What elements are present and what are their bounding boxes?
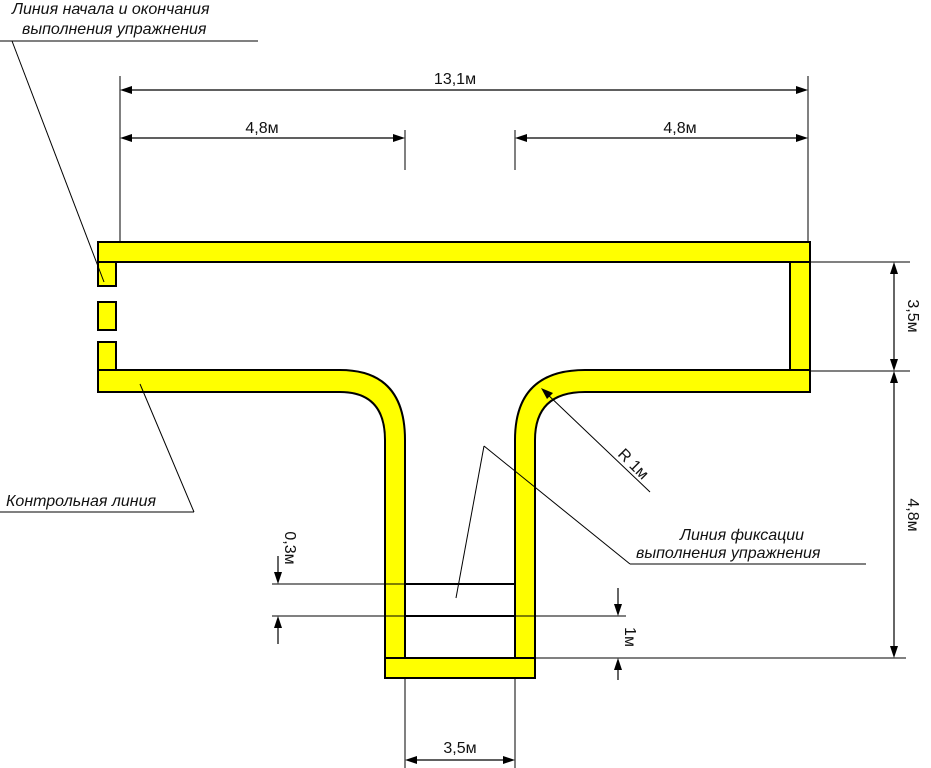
t-shape-markings: [97, 241, 811, 679]
dimension-left-segment: 4,8м: [120, 120, 406, 170]
control-line-annotation: Контрольная линия: [0, 383, 195, 513]
top-border-band: [97, 241, 811, 263]
start-finish-label-line2: выполнения упражнения: [22, 21, 207, 38]
dimension-bottom-gap: 1м: [515, 588, 638, 680]
dimension-top-height: 3,5м: [810, 261, 921, 372]
right-segment-label: 4,8м: [663, 120, 696, 137]
radius-annotation: R 1м: [541, 388, 652, 493]
fixation-line-annotation: Линия фиксации выполнения упражнения: [455, 445, 866, 599]
left-segment-label: 4,8м: [245, 120, 278, 137]
top-height-label: 3,5м: [904, 299, 921, 332]
dimension-stem-height: 4,8м: [535, 371, 921, 659]
start-line-segment-2: [97, 301, 117, 331]
fixation-gap-label: 0,3м: [281, 531, 298, 564]
start-finish-annotation: Линия начала и окончания выполнения упра…: [0, 1, 258, 283]
radius-label: R 1м: [614, 446, 651, 483]
right-lower-curved-band: [514, 369, 811, 659]
inner-outline: [116, 261, 791, 370]
start-line-segment-1: [97, 261, 117, 287]
fixation-label-line1: Линия фиксации: [679, 527, 804, 544]
stem-height-label: 4,8м: [904, 498, 921, 531]
start-finish-label-line1: Линия начала и окончания: [11, 1, 210, 18]
dimension-fixation-gap: 0,3м: [272, 531, 405, 644]
dimension-right-segment: 4,8м: [514, 120, 808, 170]
right-end-band: [789, 261, 811, 373]
bottom-band: [384, 657, 536, 679]
fixation-label-line2: выполнения упражнения: [636, 545, 821, 562]
control-line-label: Контрольная линия: [6, 493, 156, 510]
start-line-segment-3: [97, 341, 117, 371]
left-lower-curved-band: [97, 369, 406, 659]
dimension-total-width: 13,1м: [119, 71, 809, 242]
bottom-gap-label: 1м: [621, 627, 638, 647]
stem-width-label: 3,5м: [443, 740, 476, 757]
total-width-label: 13,1м: [434, 71, 476, 88]
dimension-stem-width: 3,5м: [404, 678, 516, 768]
